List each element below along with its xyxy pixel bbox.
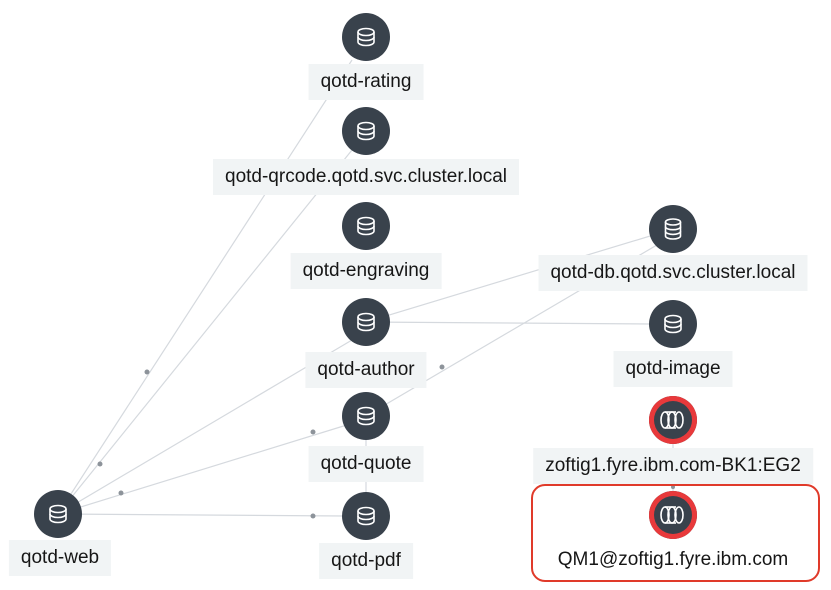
node-label: qotd-qrcode.qotd.svc.cluster.local xyxy=(213,159,519,195)
edge-web-pdf[interactable] xyxy=(57,513,346,517)
node-label: qotd-image xyxy=(613,351,733,387)
database-icon xyxy=(664,314,682,334)
node-label: qotd-quote xyxy=(308,446,424,482)
node-label: zoftig1.fyre.ibm.com-BK1:EG2 xyxy=(533,448,813,484)
node-qotd-db[interactable] xyxy=(649,205,697,253)
database-icon xyxy=(357,216,375,236)
database-stack-icon xyxy=(664,218,682,240)
edge-web-quote[interactable] xyxy=(57,423,351,515)
selection-highlight xyxy=(531,484,820,582)
node-label: qotd-engraving xyxy=(290,253,442,289)
node-label: qotd-author xyxy=(305,352,427,388)
database-icon xyxy=(357,27,375,47)
database-icon xyxy=(357,121,375,141)
edge-dot xyxy=(671,485,675,489)
node-label: qotd-rating xyxy=(308,64,424,100)
node-qotd-pdf[interactable] xyxy=(342,492,390,540)
edge-dot xyxy=(97,461,103,467)
edge-dot xyxy=(310,429,316,435)
node-qotd-engraving[interactable] xyxy=(342,202,390,250)
edge-dot xyxy=(439,364,445,370)
edge-web-author[interactable] xyxy=(57,339,353,515)
edge-dot xyxy=(310,513,316,519)
node-label: QM1@zoftig1.fyre.ibm.com xyxy=(557,549,789,570)
queue-icon xyxy=(660,411,684,429)
node-label: qotd-pdf xyxy=(319,543,413,579)
node-broker-bk1-eg2[interactable] xyxy=(649,396,697,444)
node-qotd-author[interactable] xyxy=(342,298,390,346)
edge-web-qrcode[interactable] xyxy=(57,149,353,515)
database-icon xyxy=(49,504,67,524)
edge-author-image[interactable] xyxy=(365,321,651,325)
node-qotd-quote[interactable] xyxy=(342,392,390,440)
queue-icon xyxy=(660,506,684,524)
node-qotd-rating[interactable] xyxy=(342,13,390,61)
edge-dot xyxy=(118,490,124,496)
node-label: qotd-web xyxy=(8,540,112,576)
node-qotd-qrcode[interactable] xyxy=(342,107,390,155)
node-qotd-web[interactable] xyxy=(34,490,82,538)
database-icon xyxy=(357,406,375,426)
edge-web-rating[interactable] xyxy=(57,59,353,515)
edge-dot xyxy=(144,369,150,375)
node-qm1[interactable] xyxy=(649,491,697,539)
node-label: qotd-db.qotd.svc.cluster.local xyxy=(538,255,808,291)
database-icon xyxy=(357,312,375,332)
database-icon xyxy=(357,506,375,526)
edge-author-db[interactable] xyxy=(365,232,661,323)
node-qotd-image[interactable] xyxy=(649,300,697,348)
